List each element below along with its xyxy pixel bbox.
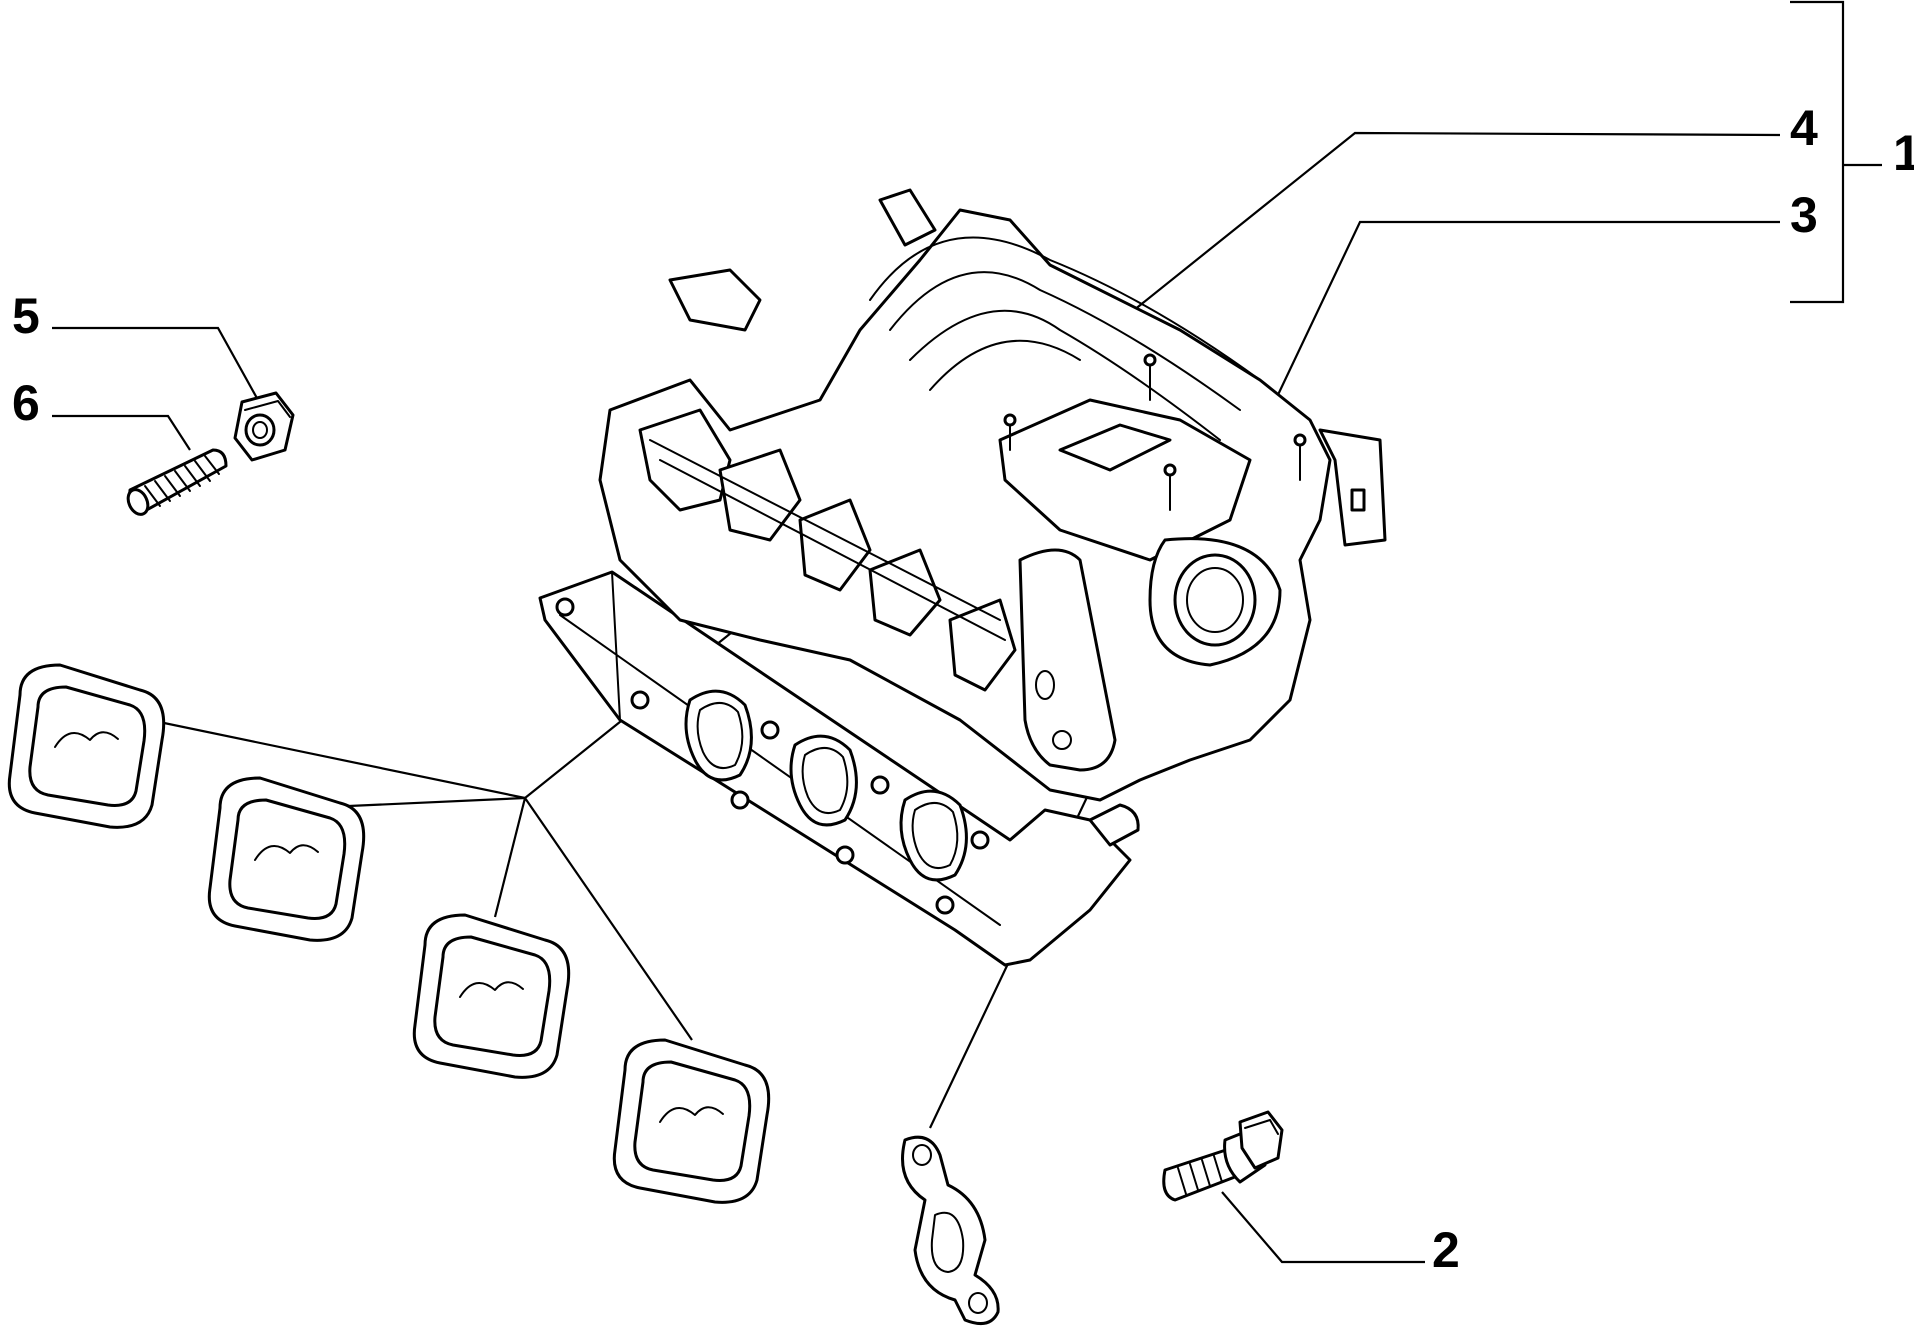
hex-nut-part-5[interactable] (233, 391, 295, 462)
callout-2[interactable]: 2 (1432, 1222, 1460, 1278)
intake-manifold-part-1[interactable] (538, 188, 1387, 967)
group-bracket (1790, 0, 1845, 304)
flange-bolt-part-2[interactable] (1162, 1110, 1284, 1202)
leader-2 (1221, 1191, 1425, 1264)
gasket-part-4-b[interactable] (207, 776, 366, 942)
leader-4-gasket-4 (524, 797, 693, 1041)
leader-4-gasket-3 (493, 797, 527, 918)
callout-3[interactable]: 3 (1790, 187, 1818, 243)
callout-5[interactable]: 5 (12, 288, 40, 344)
stud-part-6[interactable] (124, 448, 228, 518)
leader-4-gasket-1 (139, 716, 526, 800)
leader-6 (52, 414, 191, 451)
gasket-part-4-a[interactable] (7, 663, 166, 829)
flange-gasket-part-3[interactable] (901, 1135, 1000, 1326)
leader-5 (52, 326, 259, 401)
gasket-part-4-c[interactable] (412, 913, 571, 1079)
callout-1[interactable]: 1 (1893, 125, 1914, 181)
gasket-part-4-d[interactable] (612, 1038, 771, 1204)
callout-6[interactable]: 6 (12, 375, 40, 431)
callout-4[interactable]: 4 (1790, 100, 1818, 156)
